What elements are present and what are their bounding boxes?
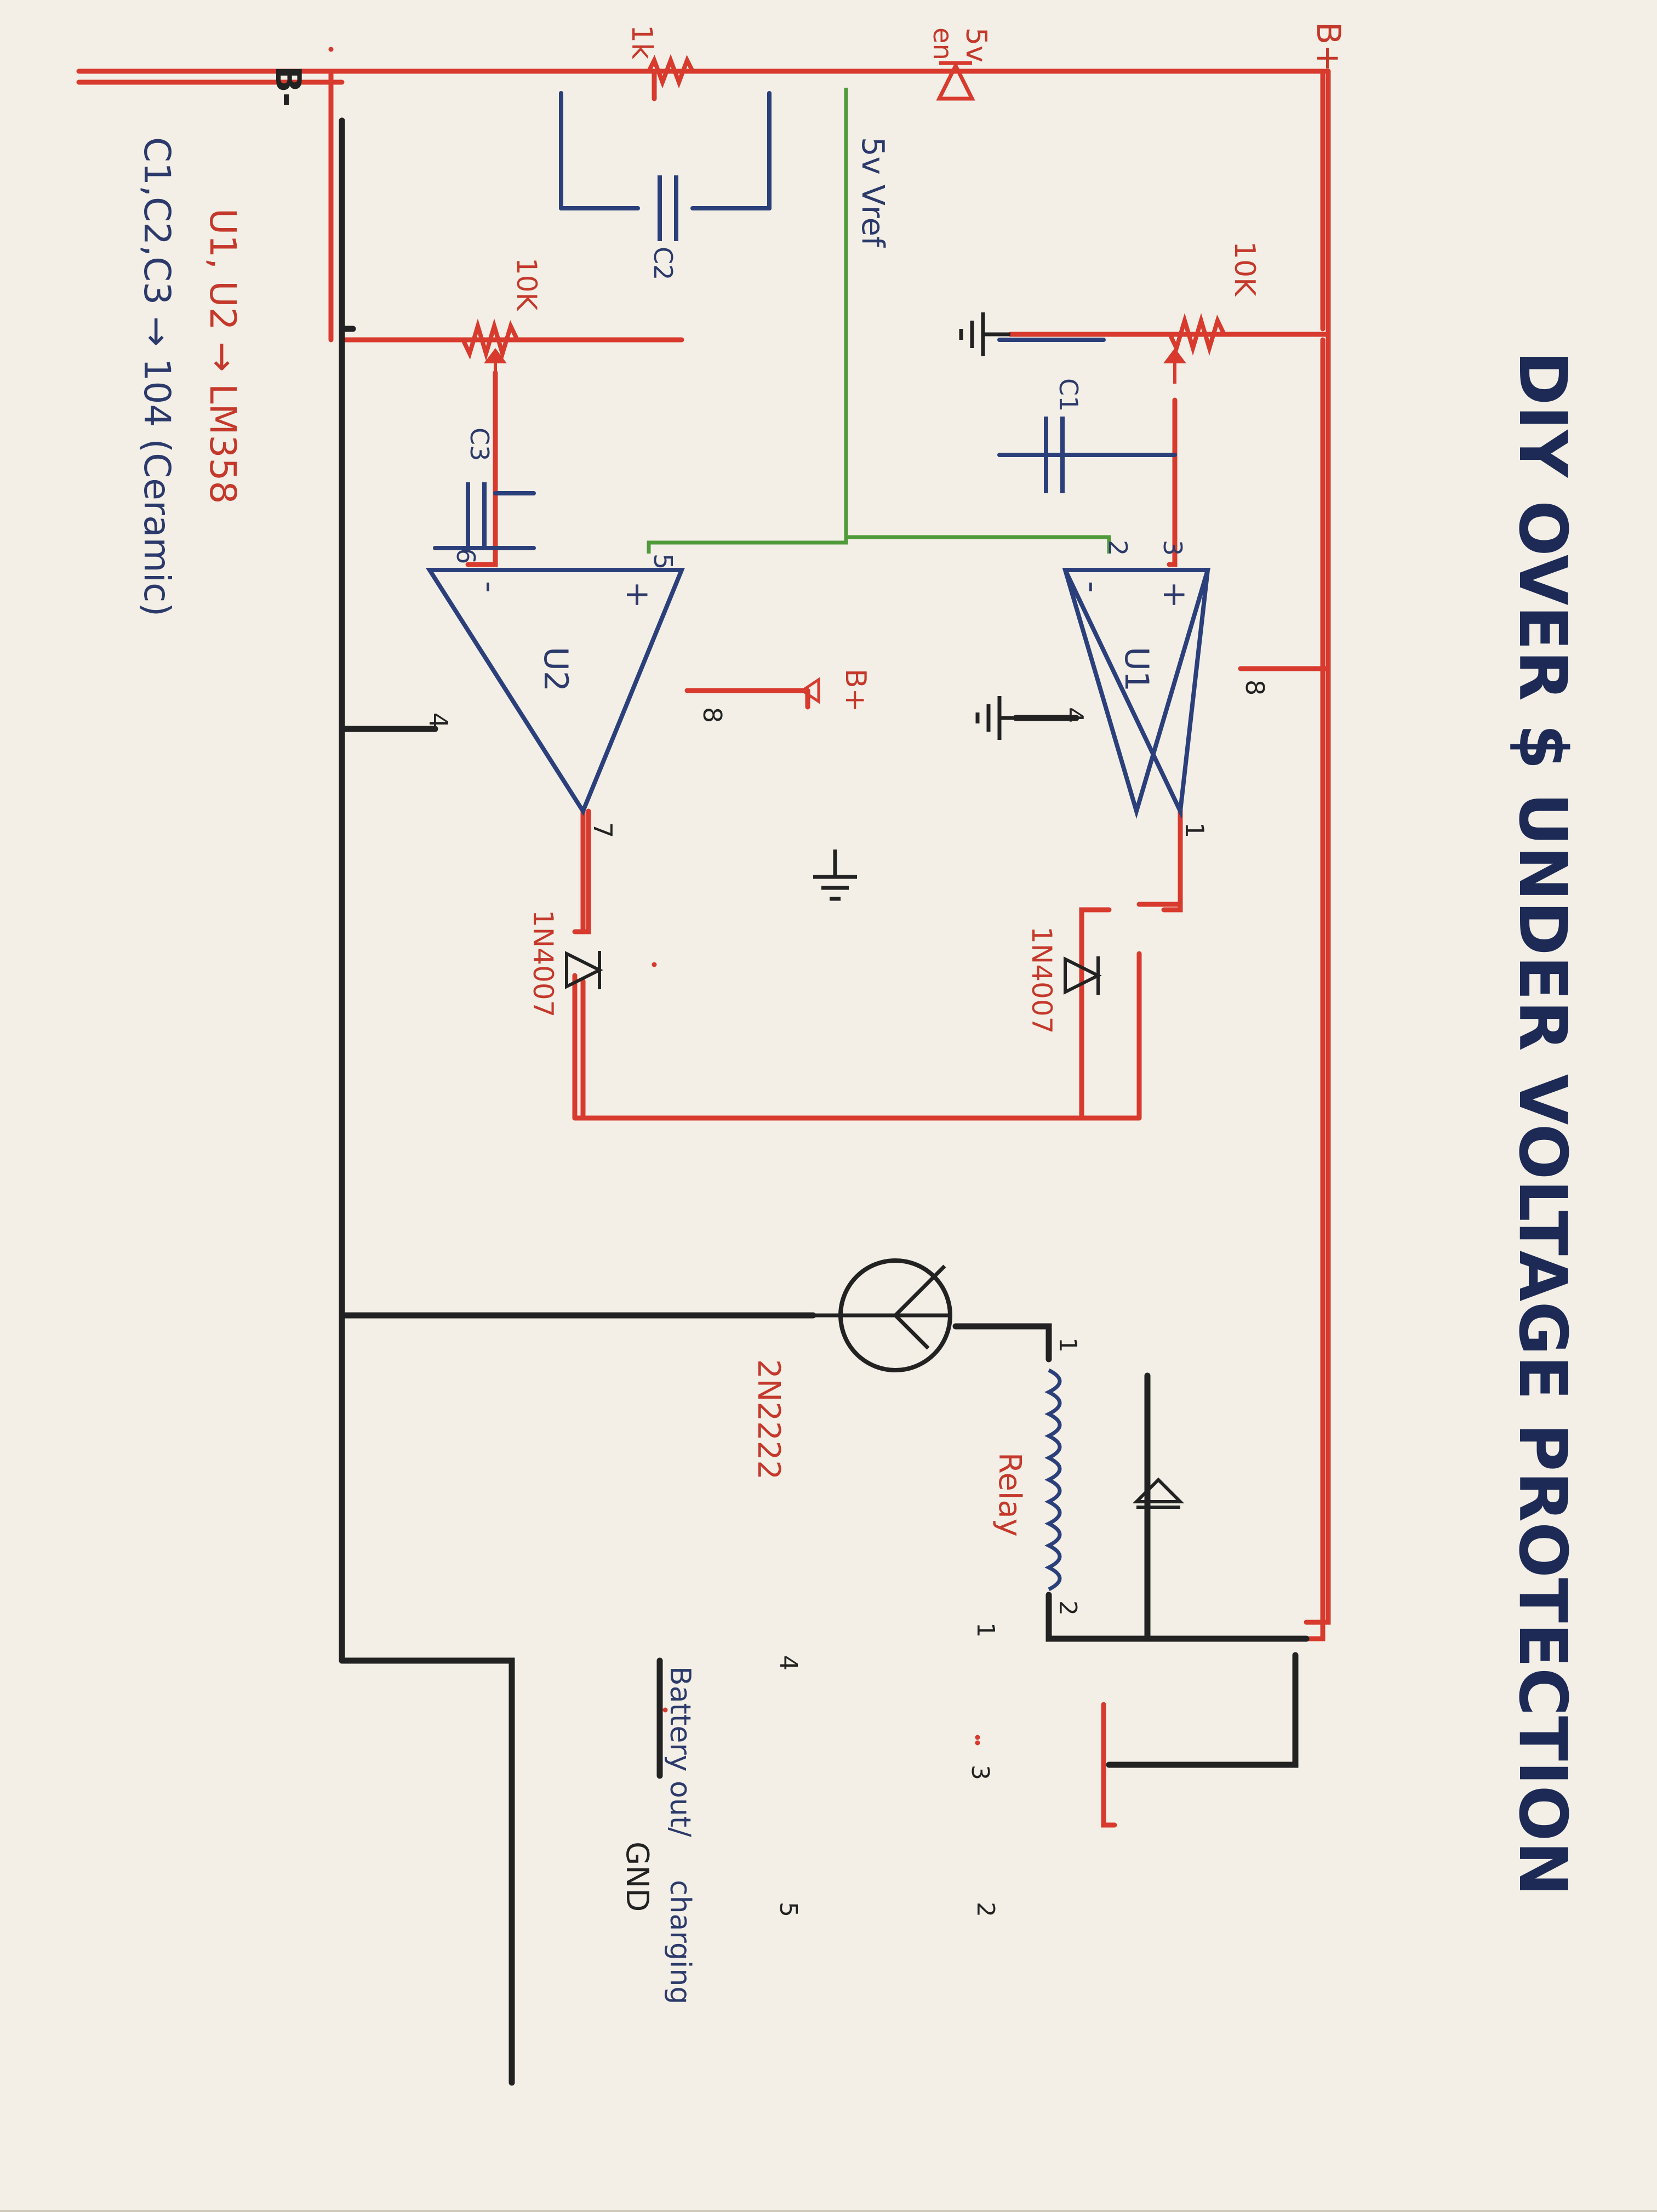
potentiometer-u2: 10K — [461, 258, 542, 384]
capacitor-icon — [1044, 417, 1065, 493]
relay-contact-2: 2 — [972, 1902, 999, 1917]
pot-u2-label: 10K — [511, 258, 542, 311]
resistor-1k: 1k — [625, 25, 695, 89]
cap-c1-label: C1 — [1054, 378, 1083, 412]
potentiometer-icon — [1168, 313, 1226, 356]
cap-c3-label: C3 — [465, 427, 494, 461]
relay-contact-5: 5 — [774, 1902, 802, 1917]
diode-icon — [936, 61, 975, 101]
u2-b-plus-label: B+ — [839, 669, 872, 712]
blue-wires — [433, 91, 1177, 550]
battery-out-label: Battery out/ — [664, 1666, 696, 1837]
u2-pin7: 7 — [588, 822, 618, 838]
opamp-u2: U2 + - 5 6 8 4 7 — [424, 548, 727, 838]
u1-plus: + — [1156, 581, 1194, 608]
relay-coil-pin2: 2 — [1054, 1600, 1082, 1616]
diode-icon — [565, 951, 603, 989]
u1-label: U1 — [1117, 647, 1156, 692]
pot-u1-label: 10K — [1228, 241, 1261, 297]
relay-coil-pin1: 1 — [1054, 1337, 1082, 1353]
relay: Relay 1 2 1 2 3 4 5 — [774, 1337, 1185, 1917]
potentiometer-icon — [461, 318, 519, 361]
u1-minus: - — [1073, 581, 1112, 593]
u1-pin3: 3 — [1158, 540, 1187, 556]
u2-pin8: 8 — [698, 707, 727, 723]
capacitor-c2: C2 — [648, 175, 678, 280]
zigzag-resistor-icon — [647, 54, 695, 89]
relay-label: Relay — [992, 1452, 1027, 1537]
ground-icon — [813, 850, 857, 901]
cap-c2-label: C2 — [648, 247, 678, 280]
diode-icon — [1064, 956, 1102, 995]
u2-pin6: 6 — [451, 548, 481, 564]
u1-pin8: 8 — [1240, 680, 1270, 695]
capacitor-c1: C1 — [1044, 378, 1083, 493]
u2-plus: + — [619, 581, 657, 608]
potentiometer-u1: 10K — [1163, 241, 1261, 384]
transistor-2n2222: 2N2222 — [751, 1258, 952, 1480]
u1-pin2: 2 — [1103, 540, 1133, 556]
u2-pin5: 5 — [648, 554, 678, 569]
b-minus-label: B- — [267, 66, 308, 107]
u1-pin1: 1 — [1180, 822, 1209, 838]
gnd-label: GND — [619, 1842, 655, 1912]
ground-icon — [975, 696, 1016, 740]
black-wires — [339, 117, 1310, 2086]
diode-u1-label: 1N4007 — [1026, 926, 1058, 1034]
u2-minus: - — [471, 581, 509, 593]
opamp-u1: U1 + - 3 2 8 4 1 — [1059, 540, 1270, 838]
ground-icon — [959, 312, 1010, 356]
capacitor-icon — [658, 175, 678, 241]
diode-u1: 1N4007 — [1026, 926, 1102, 1034]
capacitor-icon — [466, 482, 487, 548]
vref-label: 5v Vref — [855, 137, 890, 248]
transistor-label: 2N2222 — [751, 1359, 786, 1480]
zener-label-suffix: en — [927, 27, 958, 60]
diagram-title: DIY OVER $ UNDER VOLTAGE PROTECTION — [1504, 351, 1580, 1896]
zener-diode: 5v en — [927, 27, 992, 101]
vref-wire — [647, 88, 1111, 554]
zener-label: 5v — [959, 27, 992, 62]
relay-coil-icon — [1044, 1368, 1062, 1592]
u2-pin4: 4 — [424, 712, 453, 728]
diode-u2: 1N4007 — [527, 910, 603, 1017]
relay-contact-3: 3 — [966, 1765, 994, 1780]
note-line-2: C1,C2,C3 → 104 (Ceramic) — [136, 137, 178, 617]
charging-label: charging — [664, 1880, 696, 2004]
u1-pin4: 4 — [1059, 707, 1089, 723]
note-line-1: U1, U2 → LM358 — [202, 208, 244, 504]
capacitor-c3: C3 — [465, 427, 494, 548]
relay-contact-4: 4 — [774, 1655, 802, 1671]
b-plus-label-top: B+ — [1309, 22, 1347, 72]
u2-label: U2 — [536, 647, 575, 692]
resistor-1k-label: 1k — [625, 25, 658, 59]
red-wire-paths — [328, 69, 1331, 1746]
red-wires — [76, 47, 1325, 1828]
diode-icon — [1132, 1477, 1185, 1509]
diode-u2-label: 1N4007 — [527, 910, 559, 1017]
relay-contact-1: 1 — [972, 1622, 999, 1638]
